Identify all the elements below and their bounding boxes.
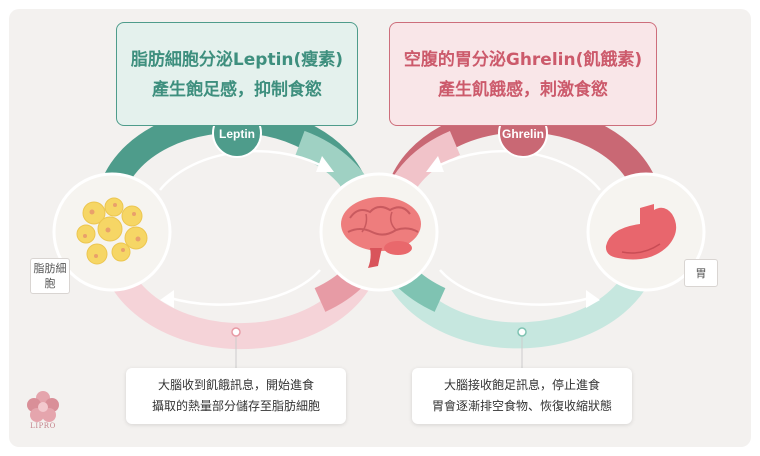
right-lower-arrow-head bbox=[586, 290, 600, 308]
lipro-flower-logo bbox=[27, 391, 59, 422]
fat-cell-node bbox=[52, 172, 172, 292]
stomach-label: 胃 bbox=[684, 259, 718, 287]
fat-cell-label: 脂肪細胞 bbox=[30, 258, 70, 294]
ghrelin-info-box: 空腹的胃分泌Ghrelin(飢餓素) 產生飢餓感，刺激食慾 bbox=[389, 22, 657, 126]
leptin-info-line2: 產生飽足感，抑制食慾 bbox=[152, 80, 322, 100]
ghrelin-badge-label: Ghrelin bbox=[502, 127, 544, 141]
left-lower-flow-arrow bbox=[169, 269, 321, 306]
ghrelin-arrow-head bbox=[426, 156, 444, 172]
stomach-icon bbox=[605, 204, 677, 260]
eating-stop-line1: 大腦接收飽足訊息，停止進食 bbox=[443, 378, 600, 392]
leptin-arrow-head bbox=[316, 156, 334, 172]
fat-cells-icon bbox=[76, 197, 148, 265]
left-connector-dot bbox=[231, 327, 241, 337]
leptin-badge-label: Leptin bbox=[219, 127, 255, 141]
eating-start-line2: 攝取的熱量部分儲存至脂肪細胞 bbox=[151, 399, 320, 413]
leptin-info-box: 脂肪細胞分泌Leptin(瘦素) 產生飽足感，抑制食慾 bbox=[116, 22, 358, 126]
brain-node bbox=[319, 172, 439, 292]
ghrelin-info-line1: 空腹的胃分泌Ghrelin(飢餓素) bbox=[403, 50, 643, 70]
eating-stop-line2: 胃會逐漸排空食物、恢復收縮狀態 bbox=[431, 399, 612, 413]
right-connector-dot bbox=[517, 327, 527, 337]
ghrelin-info-line2: 產生飢餓感，刺激食慾 bbox=[438, 80, 608, 100]
right-lower-flow-arrow bbox=[439, 269, 591, 306]
eating-stop-box: 大腦接收飽足訊息，停止進食 胃會逐漸排空食物、恢復收縮狀態 bbox=[412, 368, 632, 424]
eating-start-line1: 大腦收到飢餓訊息，開始進食 bbox=[157, 378, 314, 392]
left-lower-arrow-head bbox=[160, 290, 174, 308]
leptin-info-line1: 脂肪細胞分泌Leptin(瘦素) bbox=[130, 50, 344, 70]
lipro-logo-text: LIPRO bbox=[30, 422, 56, 430]
brain-icon bbox=[341, 197, 421, 268]
eating-start-box: 大腦收到飢餓訊息，開始進食 攝取的熱量部分儲存至脂肪細胞 bbox=[126, 368, 346, 424]
stomach-node bbox=[586, 172, 706, 292]
